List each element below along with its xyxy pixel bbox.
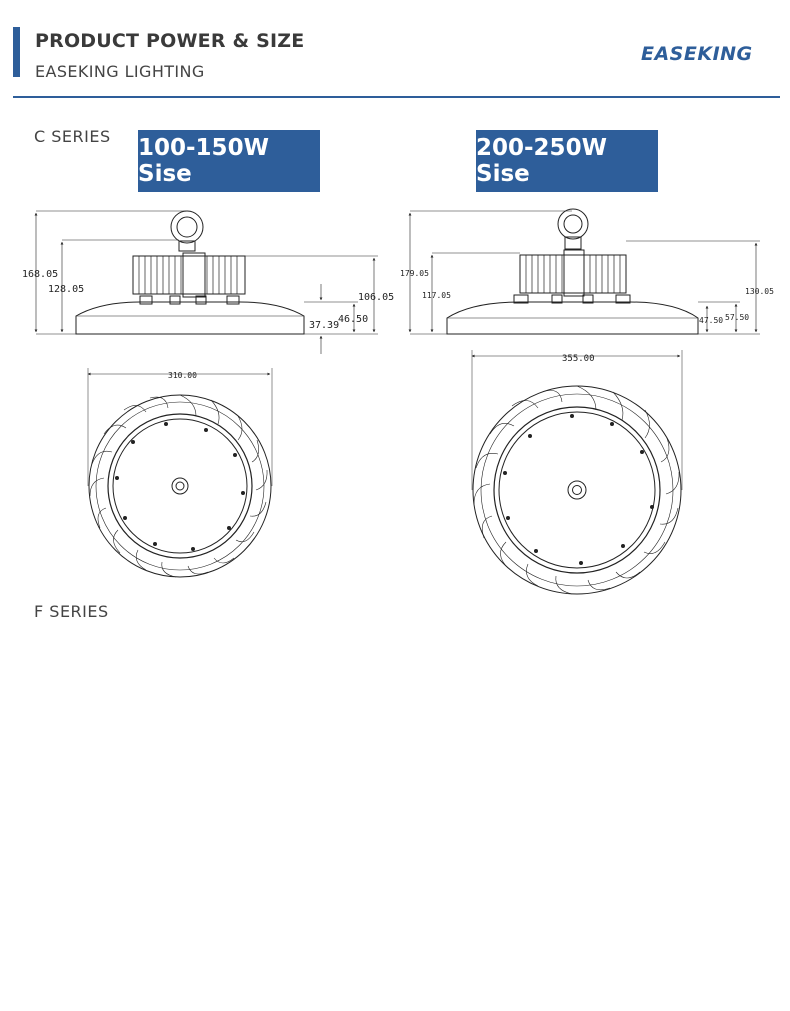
model-100-150w-label: 100-150W Sise xyxy=(138,130,320,192)
top-view-drawing-2 xyxy=(471,350,683,595)
header-accent-bar xyxy=(13,27,20,77)
dim-body-height-2: 130.05 xyxy=(745,287,774,296)
dim-lens-height-2: 57.50 xyxy=(725,313,749,322)
dim-total-height-1: 168.05 xyxy=(22,269,58,280)
dim-diameter-1: 310.00 xyxy=(168,371,197,380)
top-view-drawing-1 xyxy=(87,368,273,578)
model-200-250w-label: 200-250W Sise xyxy=(476,130,658,192)
brand-logo: EASEKING xyxy=(641,43,753,65)
dim-total-height-2: 179.05 xyxy=(400,269,429,278)
dim-lens-offset-1: 37.39 xyxy=(309,320,339,331)
side-view-drawing-1 xyxy=(34,210,378,354)
header-divider xyxy=(13,96,780,98)
dim-lens-offset-2: 47.50 xyxy=(699,316,723,325)
f-series-label: F SERIES xyxy=(34,602,109,621)
dim-hook-height-2: 117.05 xyxy=(422,291,451,300)
dim-hook-height-1: 128.05 xyxy=(48,284,84,295)
dim-body-height-1: 106.05 xyxy=(358,292,394,303)
side-view-drawing-2 xyxy=(408,208,760,335)
page-subtitle: EASEKING LIGHTING xyxy=(35,62,205,81)
c-series-label: C SERIES xyxy=(34,127,111,146)
dim-lens-height-1: 46.50 xyxy=(338,314,368,325)
dim-diameter-2: 355.00 xyxy=(562,354,595,364)
page-title: PRODUCT POWER & SIZE xyxy=(35,30,305,52)
